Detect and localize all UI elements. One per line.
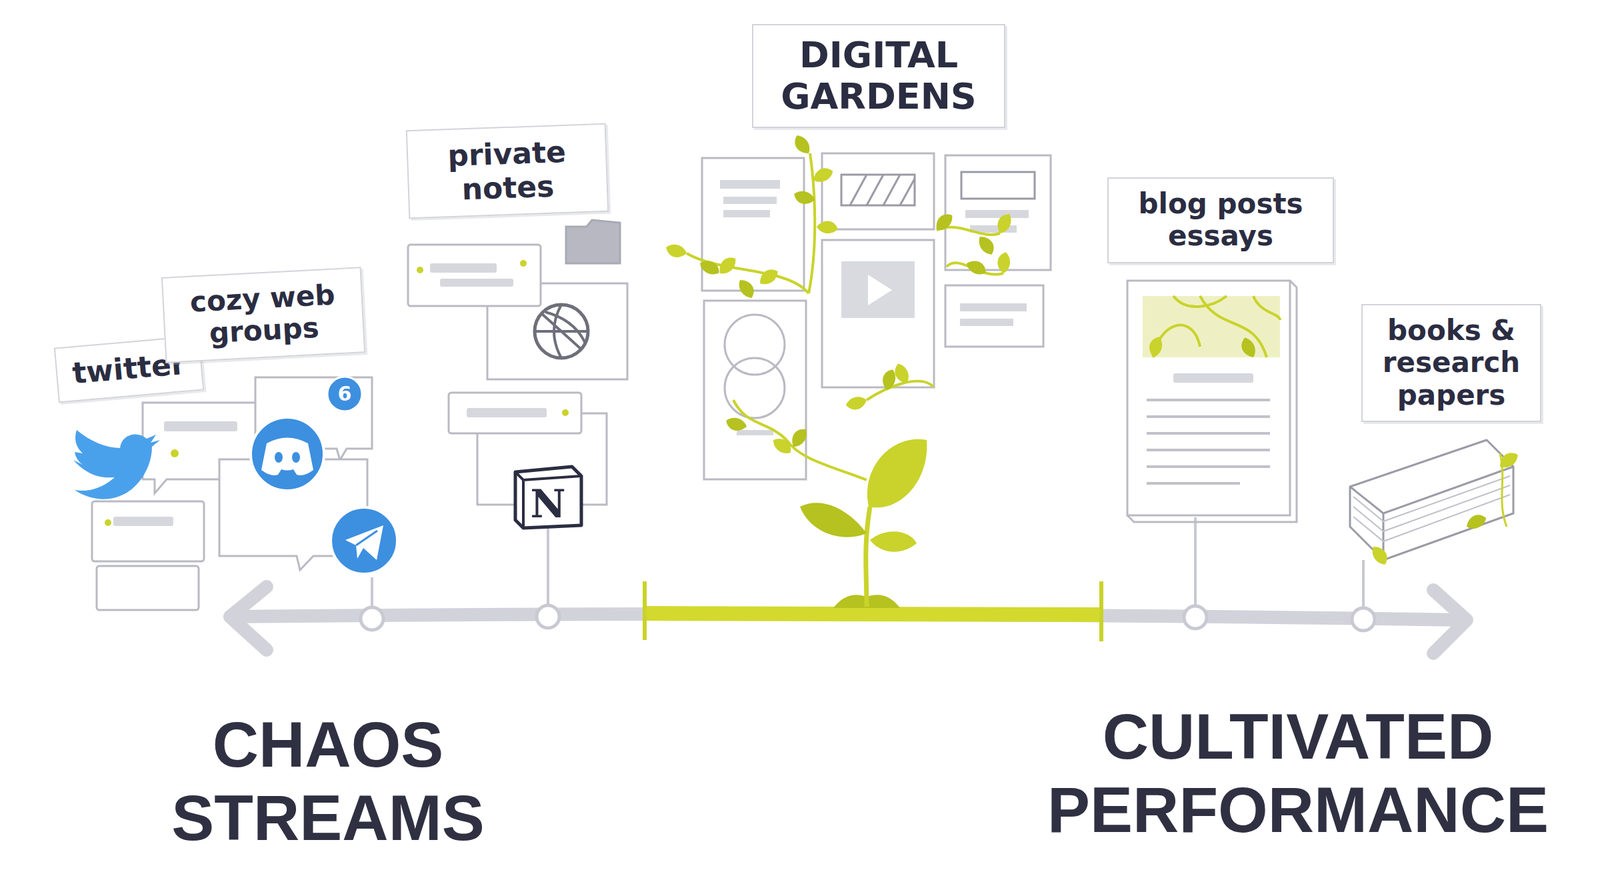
sprout bbox=[800, 439, 927, 608]
chat-bubbles bbox=[92, 377, 372, 610]
timeline-axis bbox=[230, 581, 1467, 654]
label-text: CULTIVATED PERFORMANCE bbox=[1024, 700, 1572, 848]
label-box: cozy web groups bbox=[161, 266, 366, 363]
label-box: books & research papers bbox=[1361, 304, 1542, 422]
blog-document bbox=[1127, 280, 1297, 522]
label-box: private notes bbox=[406, 123, 609, 220]
label-box: blog posts essays bbox=[1107, 177, 1334, 264]
twitter-icon bbox=[73, 430, 160, 500]
label-text: 6 bbox=[338, 382, 352, 406]
label-text: cozy web groups bbox=[178, 278, 350, 352]
garden-cards bbox=[702, 153, 1051, 480]
label-text: DIGITAL GARDENS bbox=[768, 34, 990, 118]
axis-end-label: CULTIVATED PERFORMANCE bbox=[1024, 700, 1572, 848]
notion-letter: N bbox=[530, 482, 566, 527]
vines bbox=[664, 132, 1015, 480]
book bbox=[1350, 440, 1521, 568]
telegram-icon bbox=[330, 507, 398, 574]
label-text: blog posts essays bbox=[1123, 188, 1318, 253]
label-text: books & research papers bbox=[1377, 314, 1526, 412]
axis-end-label: CHAOS STREAMS bbox=[114, 708, 542, 856]
discord-icon bbox=[250, 417, 324, 491]
notion-icon bbox=[515, 466, 582, 528]
notification-badge bbox=[327, 376, 362, 412]
label-box: DIGITAL GARDENS bbox=[752, 24, 1006, 128]
badge-number: 6 bbox=[338, 382, 352, 406]
label-text: private notes bbox=[422, 134, 592, 208]
label-text: N bbox=[530, 482, 566, 527]
note-cards bbox=[408, 220, 628, 505]
label-text: CHAOS STREAMS bbox=[114, 708, 542, 856]
